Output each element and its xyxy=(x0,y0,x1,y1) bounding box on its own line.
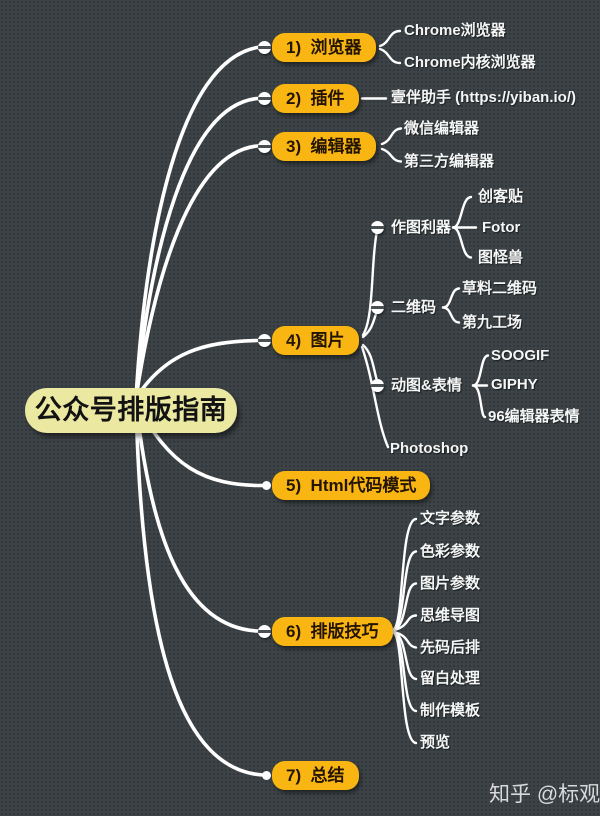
leaf-photoshop[interactable]: Photoshop xyxy=(390,439,469,457)
collapse-icon[interactable] xyxy=(370,379,384,392)
collapse-icon[interactable] xyxy=(257,139,271,153)
main-branch-curves xyxy=(134,45,265,777)
collapse-icon[interactable] xyxy=(257,92,271,105)
leaf-chrome-browser[interactable]: Chrome浏览器 xyxy=(404,22,506,39)
leaf-soogif[interactable]: SOOGIF xyxy=(491,346,550,364)
leaf-tuguaishou[interactable]: 图怪兽 xyxy=(478,248,524,266)
leaf-96editor-emoji[interactable]: 96编辑器表情 xyxy=(488,408,580,425)
leaf-text-params[interactable]: 文字参数 xyxy=(420,510,481,527)
branch-node-browser[interactable]: 1) 浏览器 xyxy=(272,33,376,62)
leaf-make-template[interactable]: 制作模板 xyxy=(420,702,481,719)
collapse-icon[interactable] xyxy=(257,41,271,54)
leaf-color-params[interactable]: 色彩参数 xyxy=(420,542,481,560)
leaf-chuangketie[interactable]: 创客贴 xyxy=(478,188,524,205)
leaf-giphy[interactable]: GIPHY xyxy=(491,376,538,393)
subnode-drawing-tools[interactable]: 作图利器 xyxy=(391,218,452,236)
leaf-yiban-assistant[interactable]: 壹伴助手 (https://yiban.io/) xyxy=(391,89,576,106)
branch-node-editor[interactable]: 3) 编辑器 xyxy=(272,131,376,161)
leaf-whitespace[interactable]: 留白处理 xyxy=(420,670,481,687)
leaf-mindmap[interactable]: 思维导图 xyxy=(420,606,481,624)
leaf-fotor[interactable]: Fotor xyxy=(482,219,521,236)
wire-end-dot xyxy=(262,481,271,490)
child-connector-curves xyxy=(360,29,490,745)
leaf-preview[interactable]: 预览 xyxy=(420,734,451,751)
branch-node-html-mode[interactable]: 5) Html代码模式 xyxy=(272,470,431,500)
branch-node-plugin[interactable]: 2) 插件 xyxy=(272,84,359,113)
collapse-icon[interactable] xyxy=(257,624,271,638)
collapse-icon[interactable] xyxy=(370,221,384,234)
leaf-dijiu-workshop[interactable]: 第九工场 xyxy=(462,313,523,331)
branch-node-layout-tips[interactable]: 6) 排版技巧 xyxy=(272,616,393,646)
watermark: 知乎 @标观 xyxy=(489,783,600,806)
leaf-caoliao-qrcode[interactable]: 草料二维码 xyxy=(462,279,538,297)
subnode-qrcode[interactable]: 二维码 xyxy=(391,298,437,316)
root-node[interactable]: 公众号排版指南 xyxy=(25,388,237,433)
branch-node-image[interactable]: 4) 图片 xyxy=(272,326,359,355)
collapse-icon[interactable] xyxy=(370,301,384,314)
branch-node-summary[interactable]: 7) 总结 xyxy=(272,760,359,790)
leaf-image-params[interactable]: 图片参数 xyxy=(420,574,481,592)
leaf-wechat-editor[interactable]: 微信编辑器 xyxy=(404,119,480,137)
subnode-gif-emoji[interactable]: 动图&表情 xyxy=(391,376,462,394)
collapse-icon[interactable] xyxy=(257,334,271,347)
wire-end-dot xyxy=(262,770,271,780)
leaf-chrome-kernel-browser[interactable]: Chrome内核浏览器 xyxy=(404,54,536,71)
leaf-code-first[interactable]: 先码后排 xyxy=(420,638,481,656)
leaf-third-party-editor[interactable]: 第三方编辑器 xyxy=(404,152,495,170)
